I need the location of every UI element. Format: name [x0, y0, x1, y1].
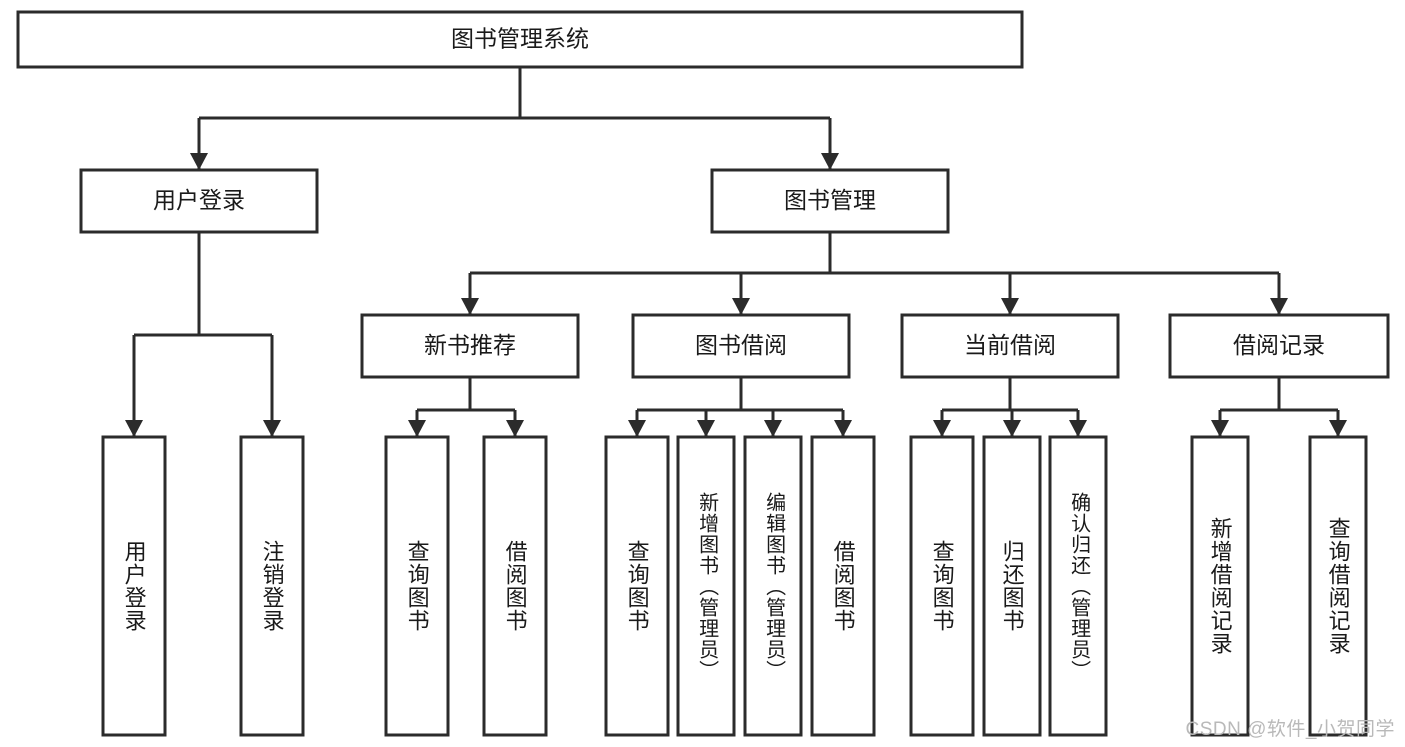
node-book-manage[interactable]: 图书管理 [710, 168, 950, 234]
node-label-borrow-record: 借阅记录 [1233, 332, 1325, 358]
edge-group-new-book-recommend [408, 377, 524, 437]
node-box-leaf-user-login [101, 435, 167, 737]
node-leaf-query-book-3[interactable] [909, 435, 975, 737]
node-box-leaf-borrow-book-2 [810, 435, 876, 737]
node-leaf-add-book[interactable] [676, 435, 736, 737]
arrow-head-icon [628, 420, 646, 437]
node-box-leaf-user-logout [239, 435, 305, 737]
node-borrow-record[interactable]: 借阅记录 [1168, 313, 1390, 379]
node-label-book-manage: 图书管理 [784, 187, 876, 213]
node-box-leaf-edit-book [743, 435, 803, 737]
node-box-book-manage [710, 168, 950, 234]
node-box-leaf-borrow-book-1 [482, 435, 548, 737]
arrow-head-icon [1069, 420, 1087, 437]
edge-group-book-borrow [628, 377, 852, 437]
arrow-head-icon [1211, 420, 1229, 437]
arrow-head-icon [408, 420, 426, 437]
node-label-new-book-recommend: 新书推荐 [424, 332, 516, 358]
node-box-borrow-record [1168, 313, 1390, 379]
node-leaf-return-book[interactable] [982, 435, 1042, 737]
arrow-head-icon [1329, 420, 1347, 437]
node-box-leaf-confirm-return [1048, 435, 1108, 737]
node-box-root [16, 10, 1024, 69]
connectors-layer [125, 67, 1347, 437]
watermark: CSDN @软件_小贺同学 [1185, 719, 1395, 740]
arrow-head-icon [1001, 298, 1019, 315]
node-leaf-edit-book[interactable] [743, 435, 803, 737]
node-leaf-query-book-1[interactable] [384, 435, 450, 737]
node-box-leaf-query-book-3 [909, 435, 975, 737]
node-label-current-borrow: 当前借阅 [964, 332, 1056, 358]
arrow-head-icon [764, 420, 782, 437]
edge-group-current-borrow [933, 377, 1087, 437]
node-leaf-query-book-2[interactable] [604, 435, 670, 737]
arrow-head-icon [190, 153, 208, 170]
node-label-root: 图书管理系统 [451, 26, 589, 52]
node-user-login[interactable]: 用户登录 [79, 168, 319, 234]
node-box-book-borrow [631, 313, 851, 379]
arrow-head-icon [506, 420, 524, 437]
node-leaf-add-record[interactable] [1190, 435, 1250, 737]
node-box-leaf-query-book-2 [604, 435, 670, 737]
node-leaf-confirm-return[interactable] [1048, 435, 1108, 737]
edge-group-user-login [125, 232, 281, 437]
node-leaf-borrow-book-1[interactable] [482, 435, 548, 737]
node-box-leaf-query-book-1 [384, 435, 450, 737]
node-box-user-login [79, 168, 319, 234]
node-root[interactable]: 图书管理系统 [16, 10, 1024, 69]
node-label-book-borrow: 图书借阅 [695, 332, 787, 358]
arrow-head-icon [821, 153, 839, 170]
node-box-leaf-query-record [1308, 435, 1368, 737]
arrow-head-icon [933, 420, 951, 437]
node-current-borrow[interactable]: 当前借阅 [900, 313, 1120, 379]
arrow-head-icon [125, 420, 143, 437]
node-book-borrow[interactable]: 图书借阅 [631, 313, 851, 379]
node-box-leaf-add-record [1190, 435, 1250, 737]
node-box-leaf-return-book [982, 435, 1042, 737]
arrow-head-icon [461, 298, 479, 315]
node-box-current-borrow [900, 313, 1120, 379]
node-new-book-recommend[interactable]: 新书推荐 [360, 313, 580, 379]
arrow-head-icon [697, 420, 715, 437]
arrow-head-icon [732, 298, 750, 315]
edge-group-book-manage [461, 232, 1288, 315]
arrow-head-icon [1003, 420, 1021, 437]
arrow-head-icon [1270, 298, 1288, 315]
node-leaf-user-login[interactable] [101, 435, 167, 737]
edge-group-borrow-record [1211, 377, 1347, 437]
node-label-user-login: 用户登录 [153, 187, 245, 213]
node-box-new-book-recommend [360, 313, 580, 379]
arrow-head-icon [834, 420, 852, 437]
node-leaf-query-record[interactable] [1308, 435, 1368, 737]
arrow-head-icon [263, 420, 281, 437]
node-box-leaf-add-book [676, 435, 736, 737]
edge-group-root [190, 67, 839, 170]
node-leaf-borrow-book-2[interactable] [810, 435, 876, 737]
node-leaf-user-logout[interactable] [239, 435, 305, 737]
